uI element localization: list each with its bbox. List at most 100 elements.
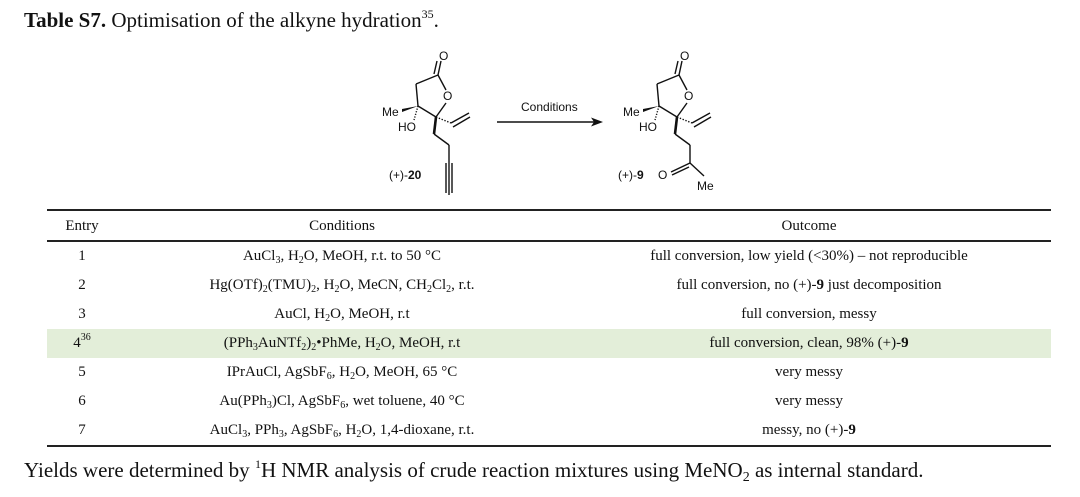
subscript: 2	[446, 284, 452, 295]
product-structure	[643, 60, 712, 177]
subscript: 2	[356, 429, 362, 440]
text-segment: O, MeOH, r.t	[330, 306, 410, 322]
cell-conditions: AuCl3, PPh3, AgSbF6, H2O, 1,4-dioxane, r…	[117, 416, 567, 447]
footnote-text-mid: H NMR analysis of crude reaction mixture…	[260, 458, 743, 482]
reactant-methyl: Me	[382, 105, 399, 119]
table-header-row: Entry Conditions Outcome	[47, 209, 1051, 242]
text-segment: (PPh	[223, 335, 253, 351]
footnote-superscript: 1	[254, 457, 261, 471]
compound-number: 9	[901, 335, 909, 351]
text-segment: •PhMe, H	[316, 335, 376, 351]
reaction-scheme-drawing: O O Me HO (+)-20 Conditions	[382, 49, 714, 195]
text-segment: O, MeOH, 65 °C	[355, 364, 458, 380]
cell-conditions: Hg(OTf)2(TMU)2, H2O, MeCN, CH2Cl2, r.t.	[117, 271, 567, 300]
subscript: 2	[311, 342, 317, 353]
text-segment: (TMU)	[267, 277, 312, 293]
table-caption: Table S7. Optimisation of the alkyne hyd…	[24, 6, 439, 34]
text-segment: , H	[280, 248, 299, 264]
text-segment: O, MeOH, r.t. to 50 °C	[303, 248, 442, 264]
reactant-hydroxyl: HO	[398, 120, 416, 134]
reactant-ring-oxygen: O	[443, 89, 452, 103]
cell-entry: 5	[47, 358, 117, 387]
cell-outcome: full conversion, low yield (<30%) – not …	[567, 241, 1051, 271]
cell-outcome: very messy	[567, 387, 1051, 416]
subscript: 2	[311, 284, 317, 295]
subscript: 2	[298, 255, 304, 266]
entry-number: 3	[78, 306, 86, 322]
subscript: 6	[333, 429, 339, 440]
compound-number: 9	[816, 277, 825, 293]
text-segment: , H	[331, 364, 351, 380]
header-entry: Entry	[47, 209, 117, 242]
cell-outcome: messy, no (+)-9	[567, 416, 1051, 447]
text-segment: AuCl, H	[274, 306, 326, 322]
product-ketone-methyl: Me	[697, 179, 714, 193]
product-ketone-oxygen: O	[658, 168, 667, 182]
subscript: 2	[426, 284, 432, 295]
subscript: 3	[252, 342, 258, 353]
product-ring-oxygen: O	[684, 89, 693, 103]
text-segment: Au(PPh	[219, 393, 267, 409]
subscript: 3	[275, 255, 281, 266]
reaction-scheme: O O Me HO (+)-20 Conditions	[0, 0, 1080, 205]
text-segment: full conversion, messy	[741, 306, 877, 322]
cell-conditions: Au(PPh3)Cl, AgSbF6, wet toluene, 40 °C	[117, 387, 567, 416]
text-segment: messy, no (+)-	[762, 422, 849, 438]
text-segment: full conversion, no (+)-	[676, 277, 817, 293]
text-segment: , H	[338, 422, 357, 438]
text-segment: , AgSbF	[283, 422, 334, 438]
text-segment: just decomposition	[824, 277, 942, 293]
caption-text: Optimisation of the alkyne hydration	[106, 8, 422, 32]
entry-reference: 36	[80, 332, 91, 343]
reactant-label-number: 20	[408, 168, 422, 182]
text-segment: , wet toluene, 40 °C	[345, 393, 465, 409]
cell-conditions: AuCl, H2O, MeOH, r.t	[117, 300, 567, 329]
caption-end: .	[433, 8, 439, 32]
product-carbonyl-oxygen: O	[680, 49, 689, 63]
caption-label: Table S7.	[24, 8, 107, 32]
entry-number: 6	[78, 393, 86, 409]
subscript: 2	[325, 313, 331, 324]
text-segment: )	[306, 335, 312, 351]
cell-conditions: AuCl3, H2O, MeOH, r.t. to 50 °C	[117, 241, 567, 271]
text-segment: AuCl	[209, 422, 243, 438]
subscript: 3	[242, 429, 248, 440]
text-segment: AuCl	[242, 248, 276, 264]
subscript: 3	[278, 429, 284, 440]
footnote-text-pre: Yields were determined by	[24, 458, 255, 482]
subscript: 2	[350, 371, 356, 382]
text-segment: O, MeCN, CH	[339, 277, 427, 293]
reactant-carbonyl-oxygen: O	[439, 49, 448, 63]
header-conditions: Conditions	[117, 209, 567, 242]
cell-outcome: full conversion, no (+)-9 just decomposi…	[567, 271, 1051, 300]
product-label-prefix: (+)-	[618, 168, 637, 182]
cell-outcome: full conversion, messy	[567, 300, 1051, 329]
reaction-arrow-icon	[497, 117, 603, 127]
text-segment: Hg(OTf)	[209, 277, 263, 293]
cell-entry: 6	[47, 387, 117, 416]
compound-number: 9	[848, 422, 856, 438]
text-segment: O, 1,4-dioxane, r.t.	[361, 422, 475, 438]
reactant-label: (+)-20	[389, 168, 422, 182]
text-segment: full conversion, clean, 98% (+)-	[709, 335, 902, 351]
arrow-label: Conditions	[521, 100, 578, 114]
cell-entry: 7	[47, 416, 117, 447]
entry-number: 5	[78, 364, 86, 380]
entry-number: 4	[73, 335, 81, 351]
cell-conditions: IPrAuCl, AgSbF6, H2O, MeOH, 65 °C	[117, 358, 567, 387]
cell-entry: 3	[47, 300, 117, 329]
header-outcome: Outcome	[567, 209, 1051, 242]
footnote-subscript: 2	[742, 470, 750, 485]
subscript: 2	[301, 342, 307, 353]
text-segment: , H	[316, 277, 335, 293]
subscript: 2	[375, 342, 381, 353]
table-row: 3 AuCl, H2O, MeOH, r.t full conversion, me…	[47, 300, 1051, 329]
